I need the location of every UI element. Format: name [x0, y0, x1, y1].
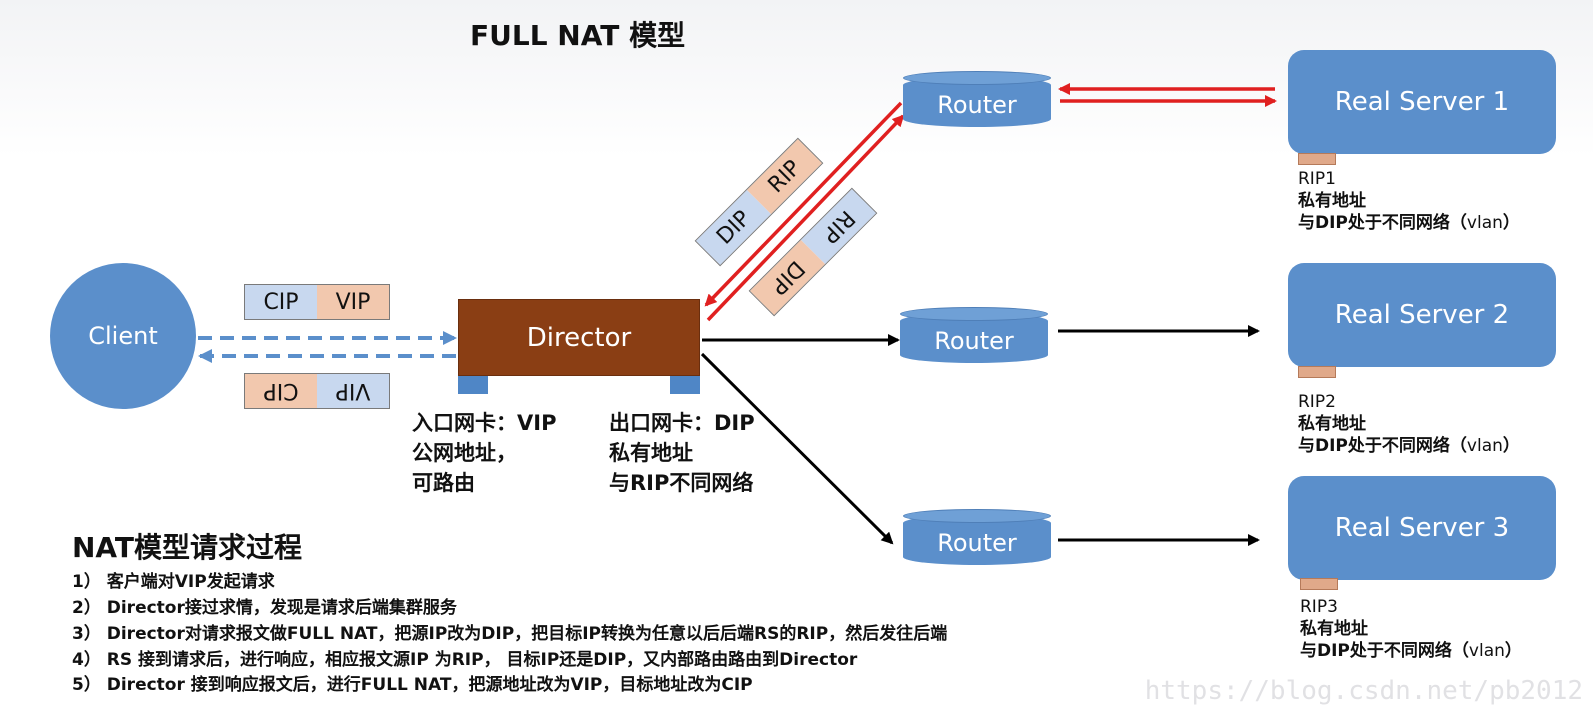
- router-label: Router: [937, 529, 1017, 557]
- process-step-1: 1） 客户端对VIP发起请求: [72, 572, 275, 592]
- diagram-title: FULL NAT 模型: [470, 19, 686, 52]
- watermark: https://blog.csdn.net/pb2012: [1144, 676, 1583, 706]
- router-3: Router: [903, 509, 1051, 569]
- packet-source-cell: VIP: [317, 374, 389, 408]
- real-server-3: Real Server 3: [1288, 476, 1556, 580]
- process-step-4: 4） RS 接到请求后，进行响应，相应报文源IP 为RIP， 目标IP还是DIP…: [72, 650, 858, 670]
- rs3-note: RIP3 私有地址 与DIP处于不同网络（vlan）: [1300, 596, 1522, 662]
- real-server-1: Real Server 1: [1288, 50, 1556, 154]
- egress-nic-note: 出口网卡：DIP 私有地址 与RIP不同网络: [609, 408, 755, 498]
- router-1: Router: [903, 71, 1051, 131]
- egress-nic: [670, 376, 700, 394]
- real-server-label: Real Server 3: [1334, 513, 1510, 543]
- note-line: 私有地址: [1298, 191, 1366, 211]
- router-2: Router: [900, 307, 1048, 367]
- client-request-packet: CIP VIP: [244, 284, 390, 320]
- packet-dest-cell: VIP: [317, 285, 389, 319]
- director-node: Director: [458, 299, 700, 376]
- note-close: ）: [1504, 641, 1522, 661]
- packet-dest-cell: CIP: [245, 374, 317, 408]
- ingress-nic: [458, 376, 488, 394]
- note-line: 与DIP处于不同网络（: [1300, 641, 1469, 661]
- client-label: Client: [88, 322, 158, 350]
- router-label: Router: [937, 91, 1017, 119]
- packet-source-cell: CIP: [245, 285, 317, 319]
- rip-label: RIP2: [1298, 392, 1336, 412]
- rip2-port: [1298, 366, 1336, 378]
- rs1-note: RIP1 私有地址 与DIP处于不同网络（vlan）: [1298, 168, 1520, 234]
- process-step-2: 2） Director接过求情，发现是请求后端集群服务: [72, 598, 457, 618]
- client-node: Client: [50, 263, 196, 409]
- note-line: 可路由: [412, 471, 475, 495]
- note-line: 与RIP不同网络: [609, 471, 754, 495]
- ingress-nic-note: 入口网卡：VIP 公网地址， 可路由: [412, 408, 556, 498]
- vlan-text: vlan: [1468, 641, 1505, 661]
- rip1-port: [1298, 153, 1336, 165]
- director-label: Director: [526, 322, 632, 353]
- router-label: Router: [934, 327, 1014, 355]
- rip-label: RIP1: [1298, 169, 1336, 189]
- note-line: 出口网卡：DIP: [609, 411, 755, 435]
- rip3-port: [1300, 578, 1338, 590]
- real-server-2: Real Server 2: [1288, 263, 1556, 367]
- note-close: ）: [1502, 436, 1520, 456]
- note-line: 与DIP处于不同网络（: [1298, 436, 1467, 456]
- real-server-label: Real Server 1: [1334, 87, 1510, 117]
- real-server-label: Real Server 2: [1334, 300, 1510, 330]
- note-close: ）: [1502, 213, 1520, 233]
- note-line: 私有地址: [1300, 619, 1368, 639]
- director-to-router1-arrow: [706, 114, 905, 322]
- note-line: 公网地址，: [412, 441, 517, 465]
- process-step-3: 3） Director对请求报文做FULL NAT，把源IP改为DIP，把目标I…: [72, 624, 948, 644]
- rip-label: RIP3: [1300, 597, 1338, 617]
- note-line: 入口网卡：VIP: [412, 411, 557, 435]
- router1-to-director-arrow: [704, 101, 903, 307]
- note-line: 私有地址: [1298, 414, 1366, 434]
- rs2-note: RIP2 私有地址 与DIP处于不同网络（vlan）: [1298, 391, 1520, 457]
- client-reply-packet: VIP CIP: [244, 373, 390, 409]
- note-line: 与DIP处于不同网络（: [1298, 213, 1467, 233]
- process-title: NAT模型请求过程: [72, 531, 303, 564]
- note-line: 私有地址: [609, 441, 693, 465]
- process-step-5: 5） Director 接到响应报文后，进行FULL NAT，把源地址改为VIP…: [72, 675, 753, 695]
- vlan-text: vlan: [1466, 436, 1503, 456]
- vlan-text: vlan: [1466, 213, 1503, 233]
- director-to-router3-arrow: [700, 352, 894, 545]
